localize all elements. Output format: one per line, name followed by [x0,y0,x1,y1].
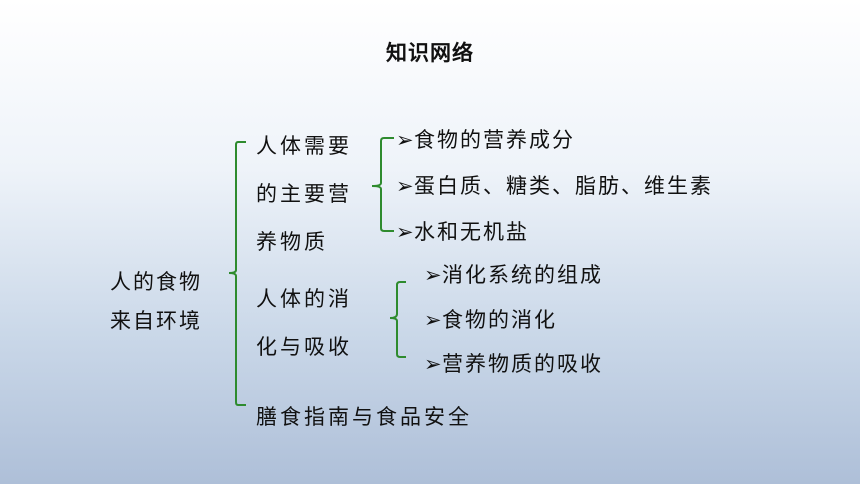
arrow-bullet-icon: ➢ [396,174,416,198]
arrow-bullet-icon: ➢ [424,352,444,376]
branch-nutrients: 人体需要 的主要营 养物质 [256,122,352,266]
leaf-label: 食物的消化 [442,308,557,332]
diagram-title: 知识网络 [386,40,474,65]
leaf-absorption: ➢营养物质的吸收 [424,348,603,378]
branch2-line-2: 化与吸收 [256,335,352,359]
main-bracket [228,141,246,406]
leaf-label: 蛋白质、糖类、脂肪、维生素 [414,174,713,198]
arrow-bullet-icon: ➢ [396,220,416,244]
branch1-line-2: 的主要营 [256,182,352,206]
root-line-1: 人的食物 [110,270,202,294]
arrow-bullet-icon: ➢ [424,263,444,287]
branch2-bracket [389,281,406,358]
branch2-line-1: 人体的消 [256,287,352,311]
leaf-label: 食物的营养成分 [414,128,575,152]
branch1-line-1: 人体需要 [256,134,352,158]
arrow-bullet-icon: ➢ [424,308,444,332]
arrow-bullet-icon: ➢ [396,128,416,152]
leaf-water-minerals: ➢水和无机盐 [396,216,529,246]
branch-diet-safety: 膳食指南与食品安全 [256,405,472,429]
leaf-food-nutrients: ➢食物的营养成分 [396,124,575,154]
leaf-label: 营养物质的吸收 [442,352,603,376]
branch1-line-3: 养物质 [256,230,328,254]
leaf-label: 消化系统的组成 [442,263,603,287]
leaf-digestive-system: ➢消化系统的组成 [424,259,603,289]
root-node: 人的食物 来自环境 [110,263,202,341]
branch-digestion: 人体的消 化与吸收 [256,275,352,371]
leaf-macronutrients: ➢蛋白质、糖类、脂肪、维生素 [396,170,713,200]
leaf-food-digestion: ➢食物的消化 [424,304,557,334]
leaf-label: 水和无机盐 [414,220,529,244]
branch1-bracket [371,137,394,232]
root-line-2: 来自环境 [110,309,202,333]
